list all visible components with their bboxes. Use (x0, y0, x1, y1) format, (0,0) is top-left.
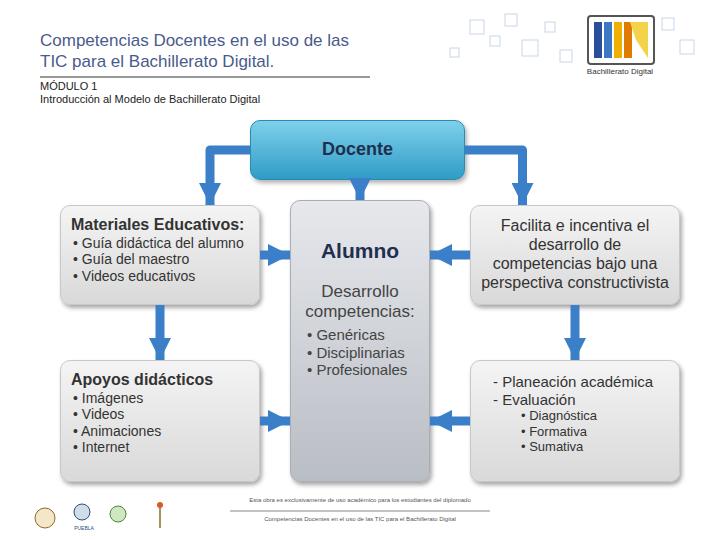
flow-arrow (430, 251, 470, 260)
header-rule (40, 77, 370, 78)
box-item: • Profesionales (299, 361, 421, 379)
box-heading: Apoyos didácticos (71, 371, 249, 390)
teacher-box: Docente (250, 120, 465, 180)
box-item: • Formativa (481, 424, 669, 439)
header-title: Competencias Docentes en el uso de las T… (40, 30, 380, 72)
box-item: • Videos educativos (71, 268, 249, 285)
box-item: • Internet (71, 439, 249, 456)
flow-arrow (260, 251, 290, 260)
footer-logos (35, 502, 163, 528)
flow-arrow (156, 305, 165, 360)
support-box: Apoyos didácticos• Imágenes• Videos• Ani… (60, 360, 260, 482)
flow-arrow (430, 417, 470, 426)
module-subtitle: Introducción al Modelo de Bachillerato D… (40, 93, 380, 106)
footer-notice: Esta obra es exclusivamente de uso acadé… (200, 497, 520, 504)
box-heading: Docente (259, 139, 456, 160)
flow-arrow (210, 150, 250, 205)
box-item: • Diagnóstica (481, 408, 669, 423)
box-item: • Disciplinarias (299, 344, 421, 362)
box-item: • Imágenes (71, 390, 249, 407)
flow-arrow (356, 180, 365, 200)
flow-arrow (571, 305, 580, 360)
planning-box: - Planeación académica- Evaluación• Diag… (470, 360, 680, 482)
box-item: - Evaluación (481, 391, 669, 409)
box-item: • Genéricas (299, 326, 421, 344)
logo (588, 16, 654, 64)
module-number: MÓDULO 1 (40, 80, 340, 93)
box-heading: Materiales Educativos: (71, 216, 249, 235)
box-heading: Facilita e incentiva el desarrollo de co… (481, 217, 669, 293)
box-item: • Guía del maestro (71, 251, 249, 268)
materials-box: Materiales Educativos:• Guía didáctica d… (60, 205, 260, 305)
flow-arrow (260, 417, 290, 426)
box-item: • Animaciones (71, 423, 249, 440)
box-heading: - Planeación académica (481, 373, 669, 391)
box-heading: Alumno (299, 239, 421, 264)
footer-rule (230, 511, 490, 512)
box-item: Desarrollo competencias: (299, 282, 421, 322)
logo-text: PUEBLA (64, 526, 104, 532)
header-squares (450, 14, 694, 62)
flow-arrow (465, 150, 523, 205)
logo-caption: Bachillerato Digital (575, 67, 665, 76)
box-item: • Guía didáctica del alumno (71, 235, 249, 252)
student-box: AlumnoDesarrollo competencias: • Genérica… (290, 200, 430, 482)
footer-course: Competencias Docentes en el uso de las T… (200, 516, 520, 523)
box-item: • Videos (71, 406, 249, 423)
box-item: • Sumativa (481, 439, 669, 454)
facilitate-box: Facilita e incentiva el desarrollo de co… (470, 205, 680, 305)
